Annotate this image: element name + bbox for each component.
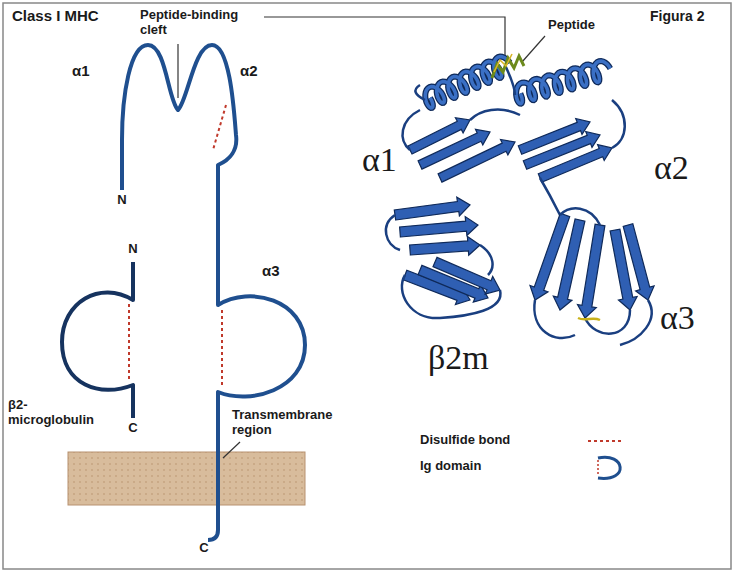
domain-label: α1 [72,62,90,79]
beta-strand [400,217,478,237]
terminus-label: C [199,541,208,556]
loop [585,310,630,334]
figure-number: Figura 2 [650,8,704,24]
loop [386,215,400,250]
loop [403,110,420,150]
beta-strand [553,219,585,310]
beta-strand [410,236,480,255]
disulfide-bond [221,310,223,388]
heavy-chain [122,45,305,540]
beta-strand [623,224,654,300]
terminus-label: N [128,242,137,257]
disulfide-bond [578,318,600,320]
loop [612,100,625,148]
terminus-label: N [117,193,126,208]
loop [470,110,520,120]
disulfide-bond [128,304,130,382]
beta-strand [433,257,500,294]
region-label: Transmembrane region [232,408,344,438]
legend-disulfide-sample [588,440,622,442]
loop [560,208,600,225]
loop [534,300,575,338]
beta-strand [578,224,605,318]
beta-strand [538,145,612,183]
leader-line [264,17,505,58]
loop [415,85,425,100]
domain-label: α3 [660,298,695,337]
loop [480,245,493,275]
domain-label: α3 [262,262,280,279]
membrane-band [68,452,305,505]
beta-strand [394,197,470,220]
frame [3,3,731,569]
ribbon-structure [386,54,654,345]
legend-ig-sample [597,460,599,476]
legend-text: Disulfide bond [420,433,510,448]
peptide-label: Peptide [548,18,595,33]
figure-title: Class I MHC [12,7,99,24]
domain-label: α2 [654,148,689,187]
loop [402,275,501,318]
leader-line [177,44,178,98]
legend-text: Ig domain [420,459,481,474]
beta-strand [438,140,515,183]
domain-label: α2 [240,62,258,79]
leader-line [522,36,545,62]
domain-label: α1 [362,140,397,179]
b2m-chain [62,262,133,418]
loop [620,300,652,345]
terminus-label: C [128,421,137,436]
loop [540,178,560,215]
domain-label: β2m [428,338,489,377]
leader-line [223,442,240,458]
disulfide-bond [213,105,226,150]
alpha-helix [516,61,610,104]
cleft-label: Peptide-binding cleft [140,8,262,38]
legend-ig-sample [598,457,620,478]
chain-label: β2-microglobulin [8,398,108,428]
alpha-helix [516,61,610,104]
peptide [494,54,512,72]
